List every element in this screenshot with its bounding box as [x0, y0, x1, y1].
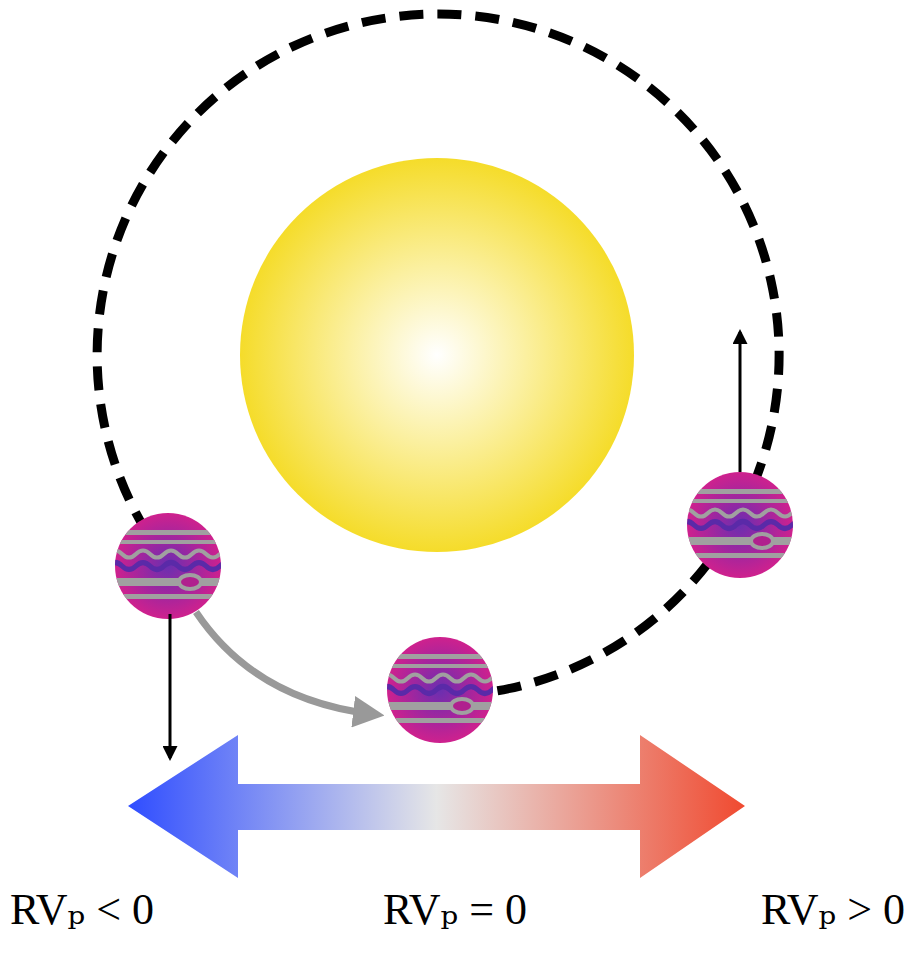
rv-scale-arrow	[128, 735, 745, 878]
orbit-path	[97, 14, 779, 696]
motion-arrow	[196, 612, 372, 714]
velocity-arrow	[739, 332, 742, 472]
planet	[680, 472, 806, 578]
velocity-label: RVₚ > 0	[761, 886, 905, 934]
velocity-label: RVₚ < 0	[10, 886, 154, 934]
velocity-arrow	[169, 614, 172, 758]
star	[240, 158, 634, 552]
planet	[380, 637, 506, 743]
velocity-label: RVₚ = 0	[383, 886, 527, 934]
planet	[108, 513, 234, 619]
